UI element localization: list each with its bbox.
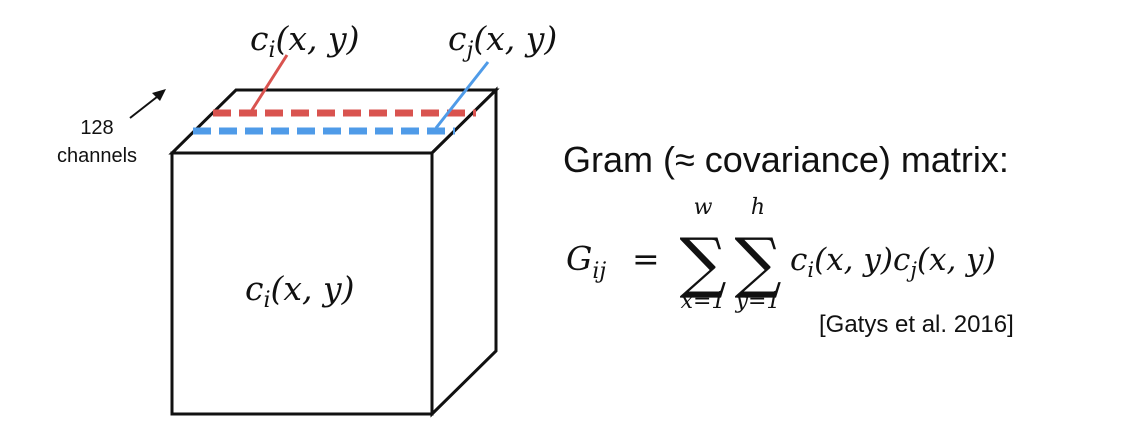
term2-args: (x, y) bbox=[917, 242, 996, 278]
blue-slice-label: cj(x, y) bbox=[448, 19, 557, 63]
channels-label-word: channels bbox=[57, 145, 137, 167]
red-leader-line bbox=[250, 54, 289, 111]
gram-heading: Gram (≈ covariance) matrix: bbox=[563, 139, 1009, 180]
channels-label-number: 128 bbox=[80, 117, 113, 139]
sum1-upper: w bbox=[694, 195, 713, 220]
blue-slice-label-args: (x, y) bbox=[473, 19, 557, 58]
term1-sub: i bbox=[807, 258, 814, 282]
term1-base: c bbox=[790, 242, 807, 278]
channels-arrow-head bbox=[152, 89, 166, 101]
sum2-lower: y=1 bbox=[735, 289, 781, 314]
cube-front-label-base: c bbox=[245, 269, 263, 308]
term2-base: c bbox=[893, 242, 910, 278]
formula-lhs-sub: ij bbox=[592, 259, 606, 284]
cube-front-face bbox=[170, 151, 434, 416]
red-slice-label-sub: i bbox=[268, 38, 275, 63]
cube-front-label-sub: i bbox=[263, 288, 270, 313]
term2-sub: j bbox=[906, 258, 917, 282]
cube-front-label: ci(x, y) bbox=[245, 269, 355, 313]
red-slice-label: ci(x, y) bbox=[250, 19, 360, 63]
blue-leader-line bbox=[434, 61, 490, 129]
term1-args: (x, y) bbox=[814, 242, 893, 278]
red-slice-label-base: c bbox=[250, 19, 268, 58]
red-slice-label-args: (x, y) bbox=[276, 19, 360, 58]
blue-slice-label-base: c bbox=[448, 19, 466, 58]
sum1-lower: x=1 bbox=[681, 289, 726, 314]
cube-front-label-args: (x, y) bbox=[271, 269, 355, 308]
gram-formula: Gij = w ∑ x=1 h ∑ y=1 ci(x, y)cj(x, y) bbox=[566, 195, 996, 314]
sum1-symbol: ∑ bbox=[679, 224, 726, 301]
formula-equals: = bbox=[632, 239, 660, 278]
sum2-symbol: ∑ bbox=[734, 224, 781, 301]
formula-terms: ci(x, y)cj(x, y) bbox=[790, 242, 996, 282]
sum2-upper: h bbox=[751, 195, 765, 220]
citation: [Gatys et al. 2016] bbox=[819, 311, 1014, 338]
formula-lhs: Gij bbox=[566, 239, 606, 284]
formula-lhs-base: G bbox=[566, 239, 592, 278]
feature-cube bbox=[168, 86, 500, 418]
